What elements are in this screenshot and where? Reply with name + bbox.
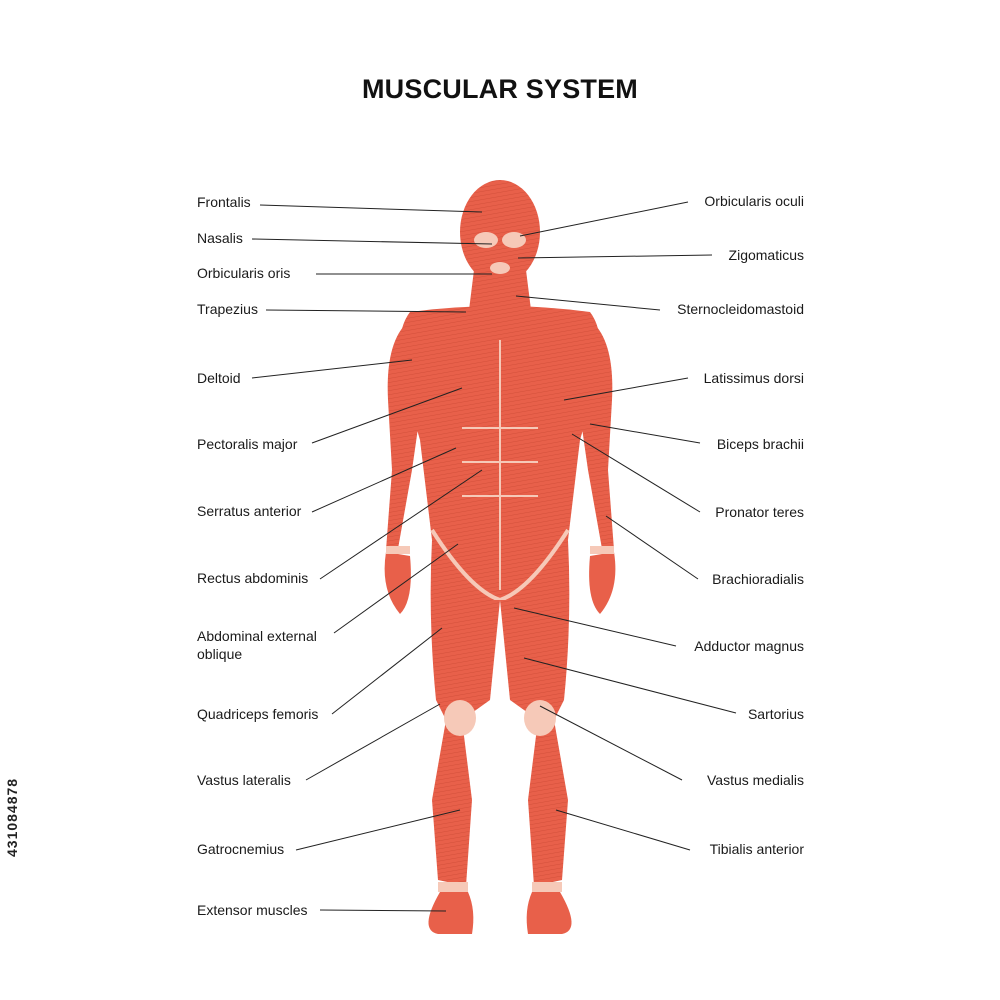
label-tibialis-anterior: Tibialis anterior [710, 840, 804, 858]
leader-line-orbicularis-oculi [520, 202, 688, 236]
label-rectus-abdominis: Rectus abdominis [197, 569, 308, 587]
label-abdominal-external-oblique: Abdominal external oblique [197, 627, 347, 663]
label-pectoralis-major: Pectoralis major [197, 435, 297, 453]
leader-line-tibialis-anterior [556, 810, 690, 850]
label-nasalis: Nasalis [197, 229, 243, 247]
label-sternocleidomastoid: Sternocleidomastoid [677, 300, 804, 318]
leader-line-vastus-lateralis [306, 704, 440, 780]
body-silhouette [385, 180, 616, 934]
label-trapezius: Trapezius [197, 300, 258, 318]
label-orbicularis-oculi: Orbicularis oculi [704, 192, 804, 210]
leader-line-brachioradialis [606, 516, 698, 579]
label-zigomaticus: Zigomaticus [729, 246, 804, 264]
leader-line-frontalis [260, 205, 482, 212]
leader-line-deltoid [252, 360, 412, 378]
label-adductor-magnus: Adductor magnus [694, 637, 804, 655]
label-latissimus-dorsi: Latissimus dorsi [704, 369, 804, 387]
label-vastus-lateralis: Vastus lateralis [197, 771, 291, 789]
label-deltoid: Deltoid [197, 369, 241, 387]
label-orbicularis-oris: Orbicularis oris [197, 264, 290, 282]
leader-line-nasalis [252, 239, 492, 244]
label-vastus-medialis: Vastus medialis [707, 771, 804, 789]
label-pronator-teres: Pronator teres [715, 503, 804, 521]
leader-line-quadriceps-femoris [332, 628, 442, 714]
label-serratus-anterior: Serratus anterior [197, 502, 301, 520]
label-quadriceps-femoris: Quadriceps femoris [197, 705, 318, 723]
label-brachioradialis: Brachioradialis [712, 570, 804, 588]
label-gatrocnemius: Gatrocnemius [197, 840, 284, 858]
label-biceps-brachii: Biceps brachii [717, 435, 804, 453]
label-sartorius: Sartorius [748, 705, 804, 723]
label-frontalis: Frontalis [197, 193, 251, 211]
leader-line-extensor-muscles [320, 910, 446, 911]
leader-line-zigomaticus [518, 255, 712, 258]
label-extensor-muscles: Extensor muscles [197, 901, 307, 919]
